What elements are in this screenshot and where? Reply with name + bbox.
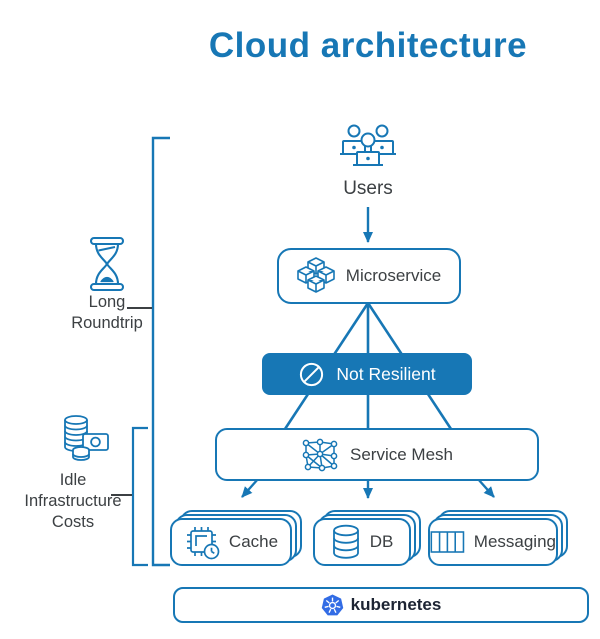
- annotation-idle-costs: Idle Infrastructure Costs: [12, 470, 134, 532]
- messaging-label: Messaging: [473, 532, 556, 551]
- node-messaging: Messaging: [428, 510, 568, 566]
- mesh-icon: [302, 438, 338, 471]
- mesh-to-messaging-arrow: [477, 478, 495, 498]
- users-icon: [340, 124, 396, 166]
- node-not-resilient: Not Resilient: [262, 353, 472, 395]
- page-title: Cloud architecture: [208, 26, 528, 65]
- node-users: Users: [322, 122, 414, 200]
- kubernetes-logo-icon: [321, 593, 343, 615]
- idle-costs-line2: Infrastructure: [24, 491, 122, 510]
- long-roundtrip-line2: Roundtrip: [71, 313, 143, 332]
- idle-costs-bracket: [131, 426, 148, 567]
- service-mesh-label: Service Mesh: [350, 444, 453, 464]
- node-service-mesh: Service Mesh: [215, 428, 539, 481]
- annotation-long-roundtrip: Long Roundtrip: [47, 292, 167, 334]
- hourglass-icon: [89, 236, 125, 292]
- prohibited-icon: [300, 362, 324, 386]
- money-icon: [64, 415, 109, 461]
- cache-label: Cache: [228, 532, 279, 551]
- node-db: DB: [313, 510, 421, 566]
- kubernetes-label: kubernetes: [350, 595, 442, 614]
- chip-clock-icon: [186, 527, 220, 560]
- idle-costs-line3: Costs: [51, 512, 95, 531]
- node-kubernetes: kubernetes: [173, 587, 589, 623]
- queue-icon: [430, 531, 465, 553]
- microservice-label: Microservice: [345, 266, 442, 285]
- db-label: DB: [369, 532, 394, 551]
- idle-costs-line1: Idle: [59, 471, 87, 489]
- node-cache: Cache: [170, 510, 302, 566]
- long-roundtrip-line1: Long: [88, 293, 126, 311]
- database-icon: [332, 524, 359, 559]
- long-roundtrip-bracket: [151, 136, 170, 567]
- not-resilient-label: Not Resilient: [336, 363, 436, 384]
- node-microservice: Microservice: [277, 248, 461, 304]
- cubes-icon: [296, 257, 335, 293]
- mesh-to-cache-arrow: [241, 478, 259, 498]
- users-label: Users: [343, 178, 393, 199]
